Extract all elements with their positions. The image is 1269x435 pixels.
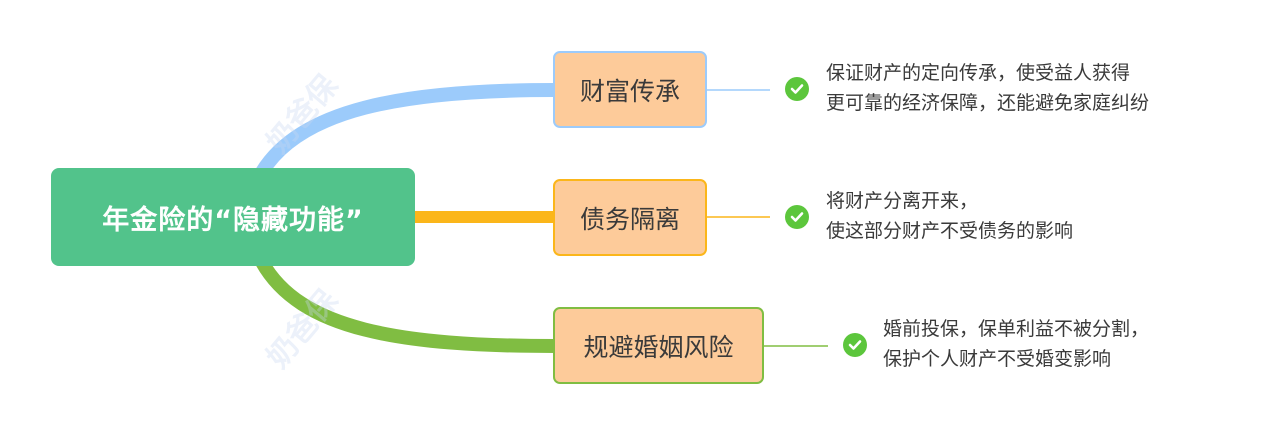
branch-marriage-risk[interactable]: 规避婚姻风险 — [553, 307, 764, 384]
desc-line: 保证财产的定向传承，使受益人获得 — [826, 62, 1131, 84]
desc-marriage-risk: 婚前投保，保单利益不被分割， 保护个人财产不受婚变影响 — [883, 314, 1149, 374]
check-circle-icon — [785, 77, 809, 101]
root-node[interactable]: 年金险的“隐藏功能” — [51, 168, 415, 266]
desc-line: 更可靠的经济保障，还能避免家庭纠纷 — [826, 92, 1150, 114]
desc-debt-isolation: 将财产分离开来， 使这部分财产不受债务的影响 — [826, 186, 1073, 246]
link-root-to-wealth — [256, 83, 556, 176]
desc-line: 将财产分离开来， — [826, 190, 979, 212]
check-circle-icon — [843, 333, 867, 357]
branch-debt-isolation[interactable]: 债务隔离 — [553, 179, 707, 256]
desc-line: 保护个人财产不受婚变影响 — [883, 348, 1112, 370]
desc-line: 使这部分财产不受债务的影响 — [826, 220, 1074, 242]
desc-wealth-inheritance: 保证财产的定向传承，使受益人获得 更可靠的经济保障，还能避免家庭纠纷 — [826, 58, 1149, 118]
desc-line: 婚前投保，保单利益不被分割， — [883, 318, 1150, 340]
branch-wealth-inheritance[interactable]: 财富传承 — [553, 51, 707, 128]
link-root-to-marriage — [255, 258, 556, 353]
check-circle-icon — [785, 205, 809, 229]
